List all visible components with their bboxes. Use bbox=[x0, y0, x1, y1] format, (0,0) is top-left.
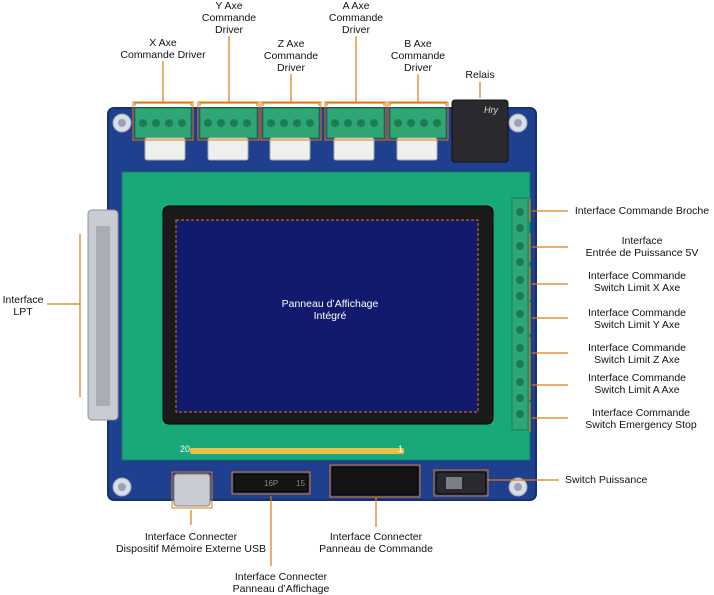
label-relais: Relais bbox=[465, 69, 495, 81]
lpt-connector bbox=[87, 209, 119, 421]
header-16p-text: 16P bbox=[264, 479, 279, 488]
screen-dashed-outline bbox=[175, 219, 479, 413]
lcd-pin-row bbox=[190, 448, 404, 454]
jst-headers bbox=[144, 137, 438, 161]
power-switch bbox=[435, 471, 487, 495]
lcd-screen bbox=[176, 220, 478, 412]
usb-connector bbox=[173, 473, 211, 507]
label-switch: Switch Puissance bbox=[565, 474, 648, 486]
header-15-text: 15 bbox=[296, 479, 305, 488]
relay-brand-text: Hry bbox=[484, 105, 498, 115]
pin-20-text: 20 bbox=[180, 444, 191, 454]
top-terminal-blocks bbox=[134, 107, 447, 139]
panel-header bbox=[331, 466, 419, 496]
mounting-holes bbox=[112, 113, 528, 497]
right-terminal-screws bbox=[516, 208, 524, 418]
label-broche: Interface Commande Broche bbox=[574, 205, 710, 217]
lcd-header bbox=[233, 473, 309, 493]
pin-1-text: 1 bbox=[398, 444, 404, 454]
relay bbox=[451, 99, 509, 163]
